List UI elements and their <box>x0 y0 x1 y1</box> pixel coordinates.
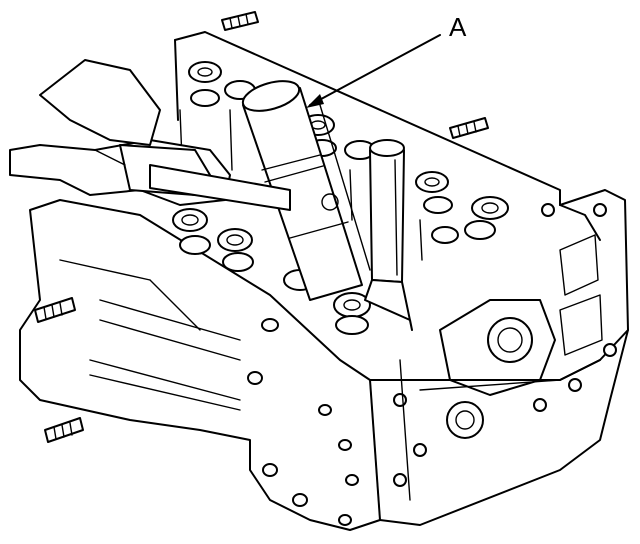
cylinder-head-casting <box>19 31 629 531</box>
hand-with-tool <box>9 59 291 211</box>
valve-guide-tool-upright <box>364 139 413 331</box>
valve-guide-driver-tool <box>241 80 371 301</box>
head-studs <box>34 11 489 443</box>
callout-a: A <box>306 12 467 108</box>
callout-a-label: A <box>449 12 467 42</box>
